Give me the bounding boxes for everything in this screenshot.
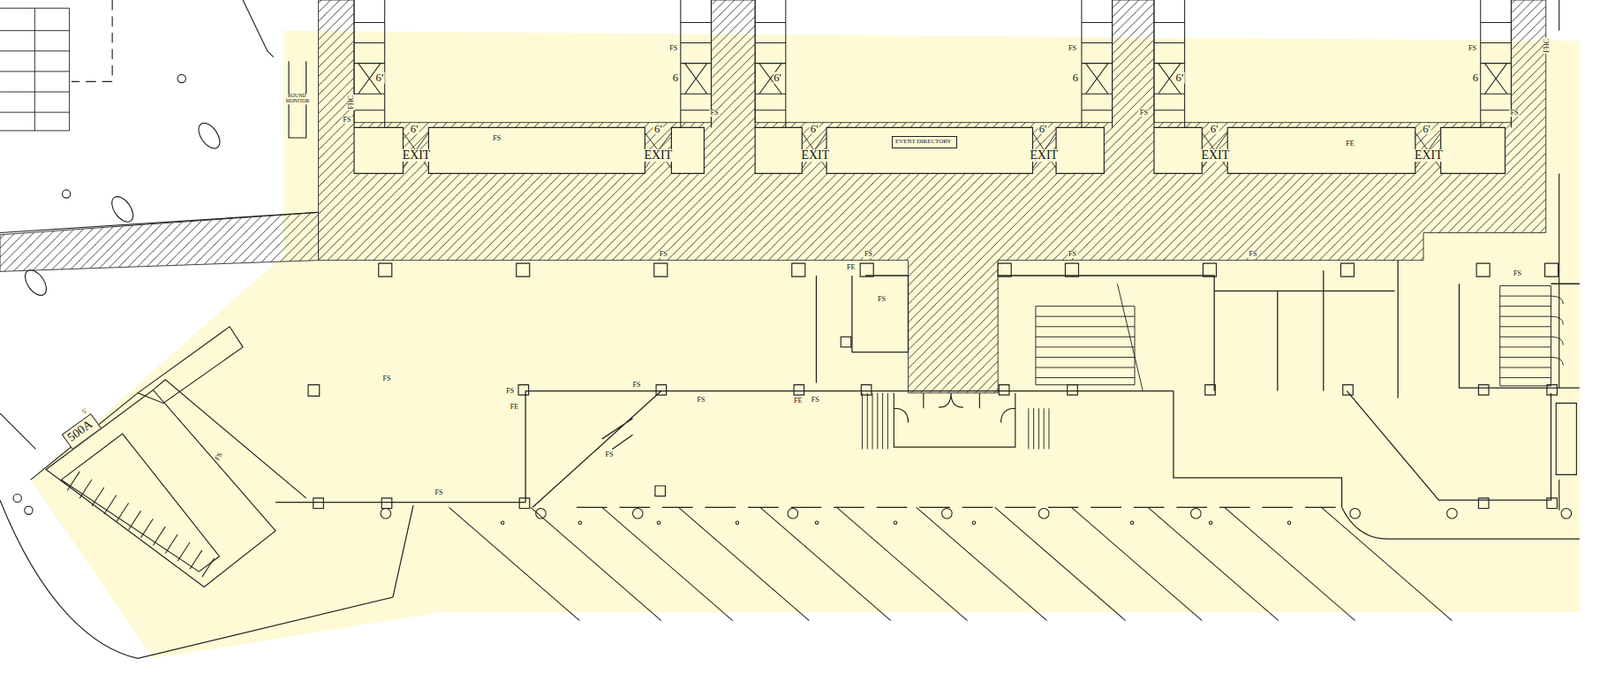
column-squares [308,263,1559,508]
plan-label: 6' [809,122,820,135]
plan-label: 6' [409,122,420,135]
entrance-vestibule [893,392,1016,447]
plan-label: FE [509,403,520,411]
site-curve [0,0,414,658]
plan-label: FE [1344,140,1355,148]
equipment-box [840,336,852,348]
stair [1500,286,1564,386]
plan-label: EXIT [800,149,831,162]
plan-label: FS [1467,45,1478,53]
plan-label: FS [876,295,887,303]
plan-label: FS [632,381,642,389]
plan-label: FS [1248,250,1259,258]
node-text: EVENT DIRECTORY [895,137,954,144]
planter [194,119,225,152]
plan-label: EXIT [401,149,432,162]
dashed-boundary [71,0,113,82]
plan-label: FS [1067,45,1078,53]
plan-label: 6' [772,71,783,84]
plan-label: 6' [1421,122,1432,135]
plan-label: FS [505,387,515,395]
hatched-walkway [0,211,319,272]
left-building [0,326,307,588]
interior-walls [275,260,1580,508]
wall-boxes [354,127,1505,174]
plan-label: FS [1509,109,1519,117]
plan-label: 6 [1471,71,1480,84]
plan-label: FS [695,396,706,404]
node-text: 500A [65,416,97,445]
plan-label: FS [863,250,874,258]
bollard [24,505,33,514]
plan-label: FHC [1543,37,1551,54]
plan-label: EXIT [643,149,674,162]
plan-label: EXIT [1200,149,1231,162]
plan-label: 6' [1209,122,1220,135]
plan-label: FS [433,489,444,497]
plan-label: 6' [1038,122,1049,135]
curb-line [576,506,1343,508]
plan-label: 6' [653,122,664,135]
exit-door-marks [402,132,1441,168]
curb-edge [1342,0,1580,539]
plan-label: 6 [1071,71,1080,84]
bollards [380,507,1572,524]
plan-label: FS [603,451,614,459]
door-frames [354,0,1511,128]
plan-label: EXIT [1413,149,1444,162]
plan-label: FE [792,397,803,405]
parking-stripes [448,506,1452,620]
plan-label: EXIT [1028,149,1059,162]
planter [107,192,138,226]
left-stair-treads [67,471,214,577]
plan-label: FS [709,109,719,117]
plan-label: ROUND MONITOR [285,93,310,105]
hatched-corridor [318,0,1547,393]
plan-label: FS [381,375,392,383]
plan-label: 6' [1175,71,1185,84]
plan-label: FS [668,45,679,53]
plan-label: FHC [347,94,355,111]
escalators [1035,283,1143,391]
plan-label: FS [810,396,821,404]
plan-label: FS [1067,250,1078,258]
bollard [62,189,71,198]
plan-label: FS [341,116,352,124]
plan-label: FS [658,250,669,258]
plan-label: FS [491,135,502,143]
plan-label: FS [1139,109,1149,117]
planter [21,266,52,300]
bollard [177,74,186,83]
room-box: 500A [61,413,103,450]
top-left-escalator [0,7,70,131]
plan-label: FS [213,450,226,463]
bollard [13,493,22,502]
entry-steps [861,392,1049,450]
plan-label: FS [1512,270,1523,278]
plan-label: 6 [671,71,680,84]
directory-sign: EVENT DIRECTORY [891,135,958,149]
plan-label: FE [845,264,856,272]
plan-label: 6' [375,71,385,84]
